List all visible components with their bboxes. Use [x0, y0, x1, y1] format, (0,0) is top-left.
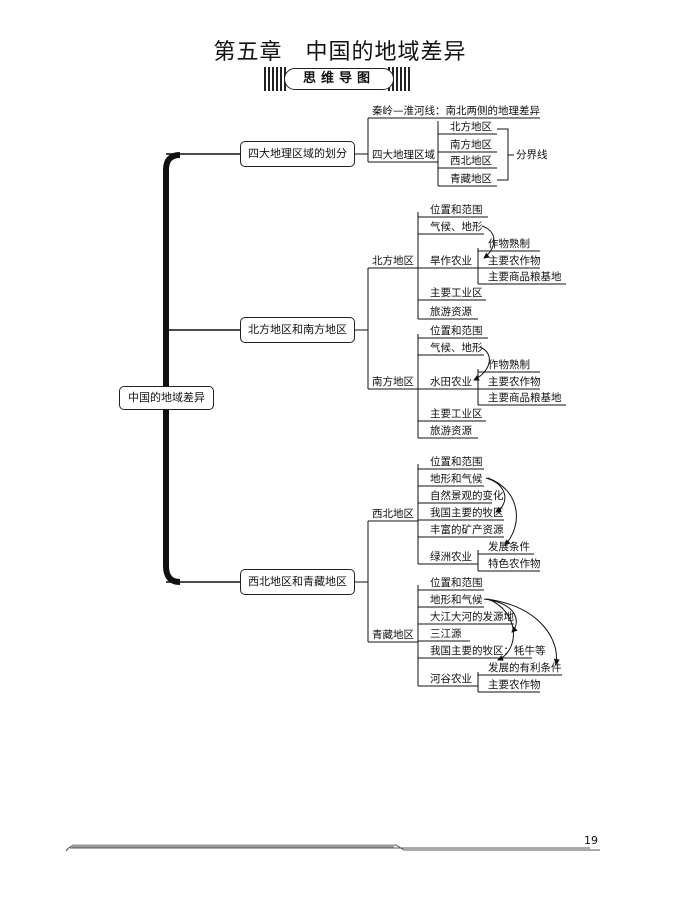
qinghai-tibet-item: 三江源	[430, 628, 462, 640]
qinghai-tibet-item: 地形和气候	[430, 594, 483, 606]
section-node-division: 四大地理区域的划分	[240, 141, 355, 167]
northwest-item: 自然景观的变化	[430, 490, 504, 502]
north-item: 主要工业区	[430, 287, 483, 299]
south-agri-sub: 主要商品粮基地	[488, 392, 562, 404]
north-agri-sub: 主要商品粮基地	[488, 271, 562, 283]
root-node: 中国的地域差异	[119, 386, 214, 410]
north-item: 气候、地形	[430, 221, 483, 233]
region-item: 青藏地区	[450, 173, 492, 185]
qinghai-tibet-agri-sub: 发展的有利条件	[488, 662, 562, 674]
north-agri-sub: 作物熟制	[488, 238, 530, 250]
south-agri-sub: 作物熟制	[488, 359, 530, 371]
qinghai-tibet-item: 河谷农业	[430, 673, 472, 685]
north-region-label: 北方地区	[372, 255, 414, 267]
chapter-title: 第五章 中国的地域差异	[213, 40, 467, 65]
main-trunk	[163, 152, 181, 585]
south-agri-sub: 主要农作物	[488, 376, 541, 388]
northwest-item: 地形和气候	[430, 473, 483, 485]
south-item: 旅游资源	[430, 425, 472, 437]
qinling-huaihe-line: 秦岭—淮河线：南北两侧的地理差异	[372, 105, 540, 117]
region-item: 北方地区	[450, 121, 492, 133]
south-item: 位置和范围	[430, 325, 483, 337]
qinghai-tibet-item: 我国主要的牧区：牦牛等	[430, 645, 546, 657]
qinghai-tibet-item: 大江大河的发源地	[430, 611, 514, 623]
south-item: 气候、地形	[430, 342, 483, 354]
badge-label: 思维导图	[284, 68, 394, 90]
northwest-item: 丰富的矿产资源	[430, 524, 504, 536]
region-item: 南方地区	[450, 139, 492, 151]
northwest-region-label: 西北地区	[372, 508, 414, 520]
northwest-item: 位置和范围	[430, 456, 483, 468]
section-node-north-south: 北方地区和南方地区	[240, 317, 355, 343]
north-item: 旱作农业	[430, 255, 472, 267]
south-item: 水田农业	[430, 376, 472, 388]
northwest-agri-sub: 发展条件	[488, 541, 530, 553]
mind-map-badge: 思维导图	[264, 67, 412, 91]
region-item: 西北地区	[450, 155, 492, 167]
south-item: 主要工业区	[430, 408, 483, 420]
northwest-item: 绿洲农业	[430, 551, 472, 563]
north-agri-sub: 主要农作物	[488, 255, 541, 267]
boundary-label: 分界线	[516, 149, 548, 161]
page-number: 19	[584, 834, 598, 847]
northwest-agri-sub: 特色农作物	[488, 558, 541, 570]
north-item: 旅游资源	[430, 306, 472, 318]
section-node-northwest-tibet: 西北地区和青藏地区	[240, 569, 355, 595]
north-item: 位置和范围	[430, 204, 483, 216]
qinghai-tibet-region-label: 青藏地区	[372, 629, 414, 641]
four-regions-label: 四大地理区域	[372, 149, 435, 161]
south-region-label: 南方地区	[372, 376, 414, 388]
qinghai-tibet-agri-sub: 主要农作物	[488, 679, 541, 691]
northwest-item: 我国主要的牧区	[430, 507, 504, 519]
qinghai-tibet-item: 位置和范围	[430, 577, 483, 589]
